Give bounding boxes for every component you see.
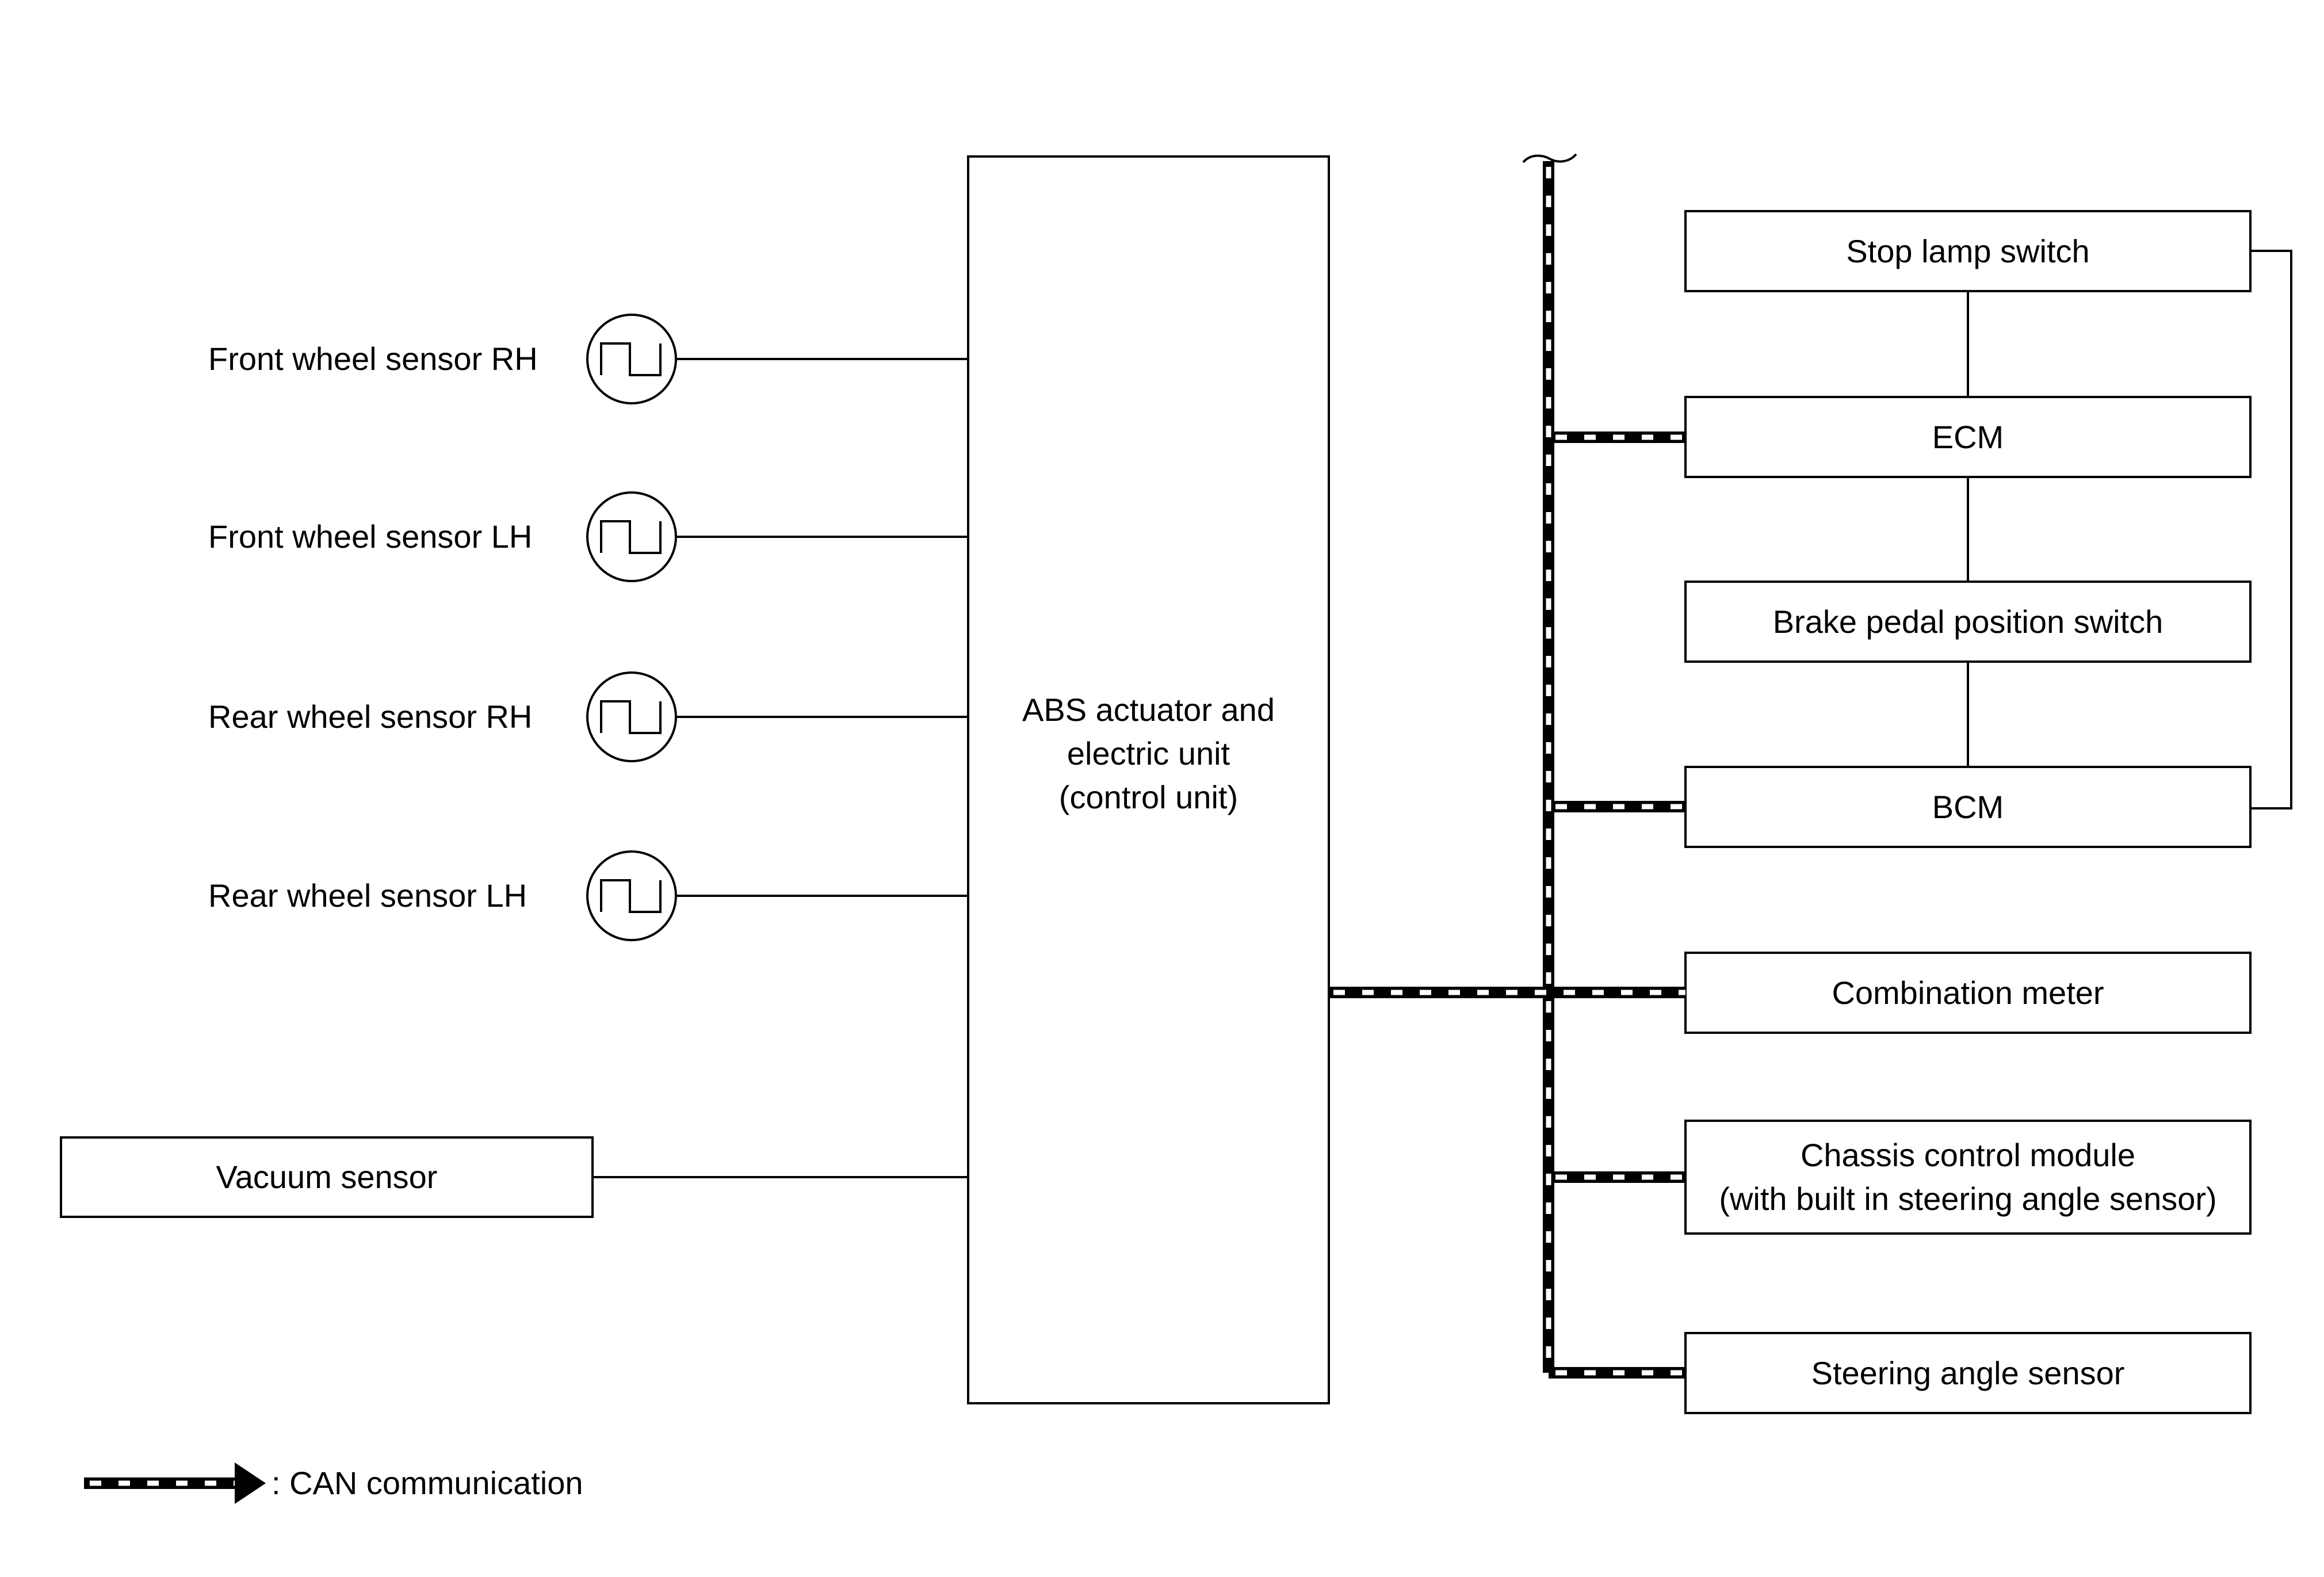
can-bus — [1329, 161, 1685, 1379]
bus-break-mark — [1522, 153, 1577, 163]
sensor-label-rear-rh: Rear wheel sensor RH — [208, 698, 533, 735]
sensor-label-front-lh: Front wheel sensor LH — [208, 518, 533, 555]
pulse-sensor-icon — [586, 491, 677, 582]
combination-meter-label: Combination meter — [1832, 974, 2104, 1011]
stop-lamp-switch-label: Stop lamp switch — [1846, 232, 2090, 269]
control-unit-label: ABS actuator and electric unit (control … — [1022, 692, 1275, 815]
pulse-sensor-icon — [586, 850, 677, 941]
can-legend-arrow-icon — [84, 1463, 266, 1504]
control-unit-box — [967, 155, 1330, 1404]
brake-pedal-position-switch-label: Brake pedal position switch — [1772, 603, 2164, 640]
pulse-sensor-icon — [586, 314, 677, 404]
steering-angle-sensor-label: Steering angle sensor — [1811, 1354, 2125, 1391]
pulse-sensor-icon — [586, 671, 677, 762]
sensor-label-rear-lh: Rear wheel sensor LH — [208, 877, 528, 914]
bcm-label: BCM — [1932, 788, 2004, 825]
sensor-label-front-rh: Front wheel sensor RH — [208, 341, 538, 377]
chassis-control-module-label: Chassis control module (with built in st… — [1719, 1137, 2217, 1217]
ecm-label: ECM — [1932, 418, 2004, 455]
vacuum-sensor-label: Vacuum sensor — [216, 1159, 438, 1195]
legend-label: : CAN communication — [272, 1465, 583, 1501]
wire-stop-to-bcm — [2250, 250, 2292, 809]
